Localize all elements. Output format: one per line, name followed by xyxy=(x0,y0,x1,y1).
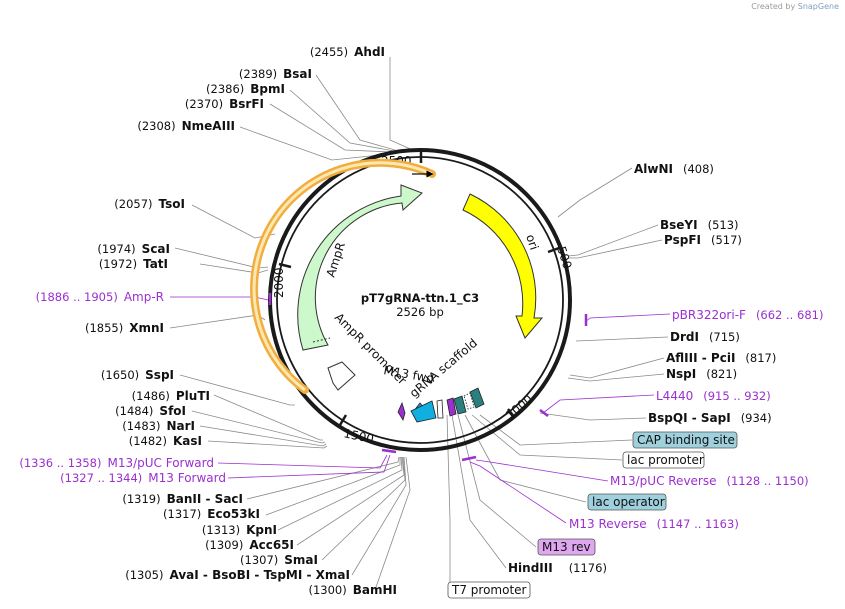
primer-m13puc-forward: (1336 .. 1358)M13/pUC Forward xyxy=(19,456,214,470)
site-avai: (1305)AvaI - BsoBI - TspMI - XmaI xyxy=(125,568,350,582)
primer-labels: (1886 .. 1905)Amp-R (1336 .. 1358)M13/pU… xyxy=(19,290,823,531)
site-sspi: (1650)SspI xyxy=(101,368,174,382)
white-marker xyxy=(436,399,444,419)
tick-label-2000: 2000 xyxy=(272,267,286,298)
site-nmeaiii: (2308)NmeAIII xyxy=(137,119,235,133)
site-eco53ki: (1317)Eco53kI xyxy=(163,507,260,521)
site-alwni: AlwNI(408) xyxy=(634,162,714,176)
leader-lines xyxy=(169,57,669,591)
site-nspi: NspI(821) xyxy=(666,367,737,381)
teal-marker xyxy=(453,395,467,415)
svg-text:M13 rev: M13 rev xyxy=(542,540,591,554)
feature-boxes: CAP binding site lac promoter lac operat… xyxy=(447,431,738,599)
tick-marks xyxy=(278,150,560,426)
m13-forward-mark xyxy=(381,448,397,454)
tick-label-1500: 1500 xyxy=(342,426,375,446)
purple-marker xyxy=(446,397,457,417)
svg-text:lac operator: lac operator xyxy=(592,495,665,509)
snapgene-credit: Created by SnapGene xyxy=(751,2,839,11)
site-bpmi: (2386)BpmI xyxy=(206,82,285,96)
svg-text:CAP binding site: CAP binding site xyxy=(637,433,735,447)
site-sfoi: (1484)SfoI xyxy=(115,404,186,418)
site-bamhi: (1300)BamHI xyxy=(308,583,397,597)
ampr-arrow[interactable] xyxy=(297,184,423,351)
m13-fwd-marker xyxy=(397,401,406,421)
primer-leaders xyxy=(170,296,671,524)
site-xmni: (1855)XmnI xyxy=(85,321,164,335)
small-features xyxy=(268,293,588,462)
grna-cyan-marker xyxy=(410,400,437,423)
box-lac-operator: lac operator xyxy=(587,493,667,511)
box-lac-promoter: lac promoter xyxy=(622,451,705,469)
site-bsrfi: (2370)BsrFI xyxy=(185,97,264,111)
left-sites: (2455)AhdI (2389)BsaI (2386)BpmI (2370)B… xyxy=(85,45,397,597)
site-banii: (1319)BanII - SacI xyxy=(122,492,243,506)
primer-ampr: (1886 .. 1905)Amp-R xyxy=(36,290,164,304)
primer-l4440: L4440(915 .. 932) xyxy=(656,389,771,403)
ampr-orange-arc-inner xyxy=(252,161,433,392)
dashed-marker xyxy=(463,392,475,410)
m13-reverse-mark xyxy=(461,455,477,462)
site-drdi: DrdI(715) xyxy=(670,330,740,344)
site-bspqi: BspQI - SapI(934) xyxy=(648,411,772,425)
site-scai: (1974)ScaI xyxy=(97,242,170,256)
site-hindiii: HindIII(1176) xyxy=(508,561,607,575)
l4440-primer-mark xyxy=(539,409,549,417)
grna-teal-marker xyxy=(469,387,485,409)
snapgene-logo: SnapGene xyxy=(797,2,839,11)
site-kasi: (1482)KasI xyxy=(129,434,202,448)
ori-label: ori xyxy=(523,233,541,252)
site-tsoi: (2057)TsoI xyxy=(114,197,185,211)
site-afliii: AflIII - PciI(817) xyxy=(666,351,776,365)
primer-m13-forward: (1327 .. 1344)M13 Forward xyxy=(60,471,226,485)
box-t7-promoter: T7 promoter xyxy=(447,581,531,599)
site-ahdi: (2455)AhdI xyxy=(310,45,385,59)
site-pspfi: PspFI(517) xyxy=(664,233,742,247)
plasmid-name: pT7gRNA-ttn.1_C3 xyxy=(361,291,479,306)
site-bseyi: BseYI(513) xyxy=(660,218,739,232)
primer-m13puc-reverse: M13/pUC Reverse(1128 .. 1150) xyxy=(610,474,809,488)
site-acc65i: (1309)Acc65I xyxy=(205,538,294,552)
ori-arrow[interactable] xyxy=(462,193,544,339)
site-bsai: (2389)BsaI xyxy=(239,67,312,81)
ampr-dashed-mark xyxy=(312,337,331,343)
site-smai: (1307)SmaI xyxy=(240,553,318,567)
right-sites: AlwNI(408) BseYI(513) PspFI(517) DrdI(71… xyxy=(508,162,776,575)
box-cap-binding-site: CAP binding site xyxy=(632,431,738,449)
site-pluti: (1486)PluTI xyxy=(132,389,210,403)
plasmid-size: 2526 bp xyxy=(396,305,444,319)
tick-label-1000: 1000 xyxy=(503,392,535,422)
primer-pbr322ori-f: pBR322ori-F(662 .. 681) xyxy=(672,308,823,322)
svg-text:T7 promoter: T7 promoter xyxy=(451,583,527,597)
site-nari: (1483)NarI xyxy=(122,419,195,433)
site-kpni: (1313)KpnI xyxy=(202,523,277,537)
tick-label-500: 500 xyxy=(554,245,574,271)
ampr-promoter-arrow[interactable] xyxy=(327,361,356,391)
box-m13-rev: M13 rev xyxy=(537,538,596,556)
site-tati: (1972)TatI xyxy=(99,257,168,271)
primer-m13-reverse: M13 Reverse(1147 .. 1163) xyxy=(569,517,739,531)
svg-text:lac promoter: lac promoter xyxy=(627,453,704,467)
